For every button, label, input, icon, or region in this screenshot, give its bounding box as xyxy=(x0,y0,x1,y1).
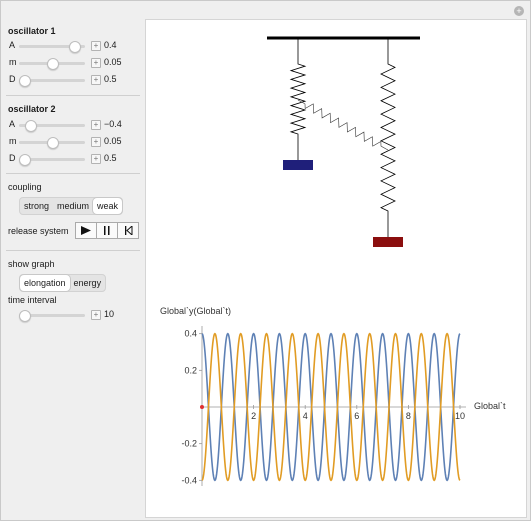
osc2-m-label: m xyxy=(9,136,17,146)
chart-x-tick-label: 6 xyxy=(354,411,359,421)
show-graph-title: show graph xyxy=(8,259,55,269)
chart-origin-point xyxy=(200,405,204,409)
spring-2 xyxy=(380,38,396,237)
show-graph-selector: elongation energy xyxy=(19,274,107,292)
chart-x-tick-label: 10 xyxy=(455,411,465,421)
chart-y-tick-label: 0.4 xyxy=(184,329,197,339)
chart-x-axis-label: Global`t xyxy=(474,401,506,411)
osc2-A-plus-icon[interactable]: + xyxy=(91,120,101,130)
control-panel: oscillator 1 A + 0.4 m + 0.05 D + 0.5 os… xyxy=(1,1,143,520)
time-interval-plus-icon[interactable]: + xyxy=(91,310,101,320)
chart-y-tick-label: -0.2 xyxy=(181,439,197,449)
elongation-chart: Global`y(Global`t) Global`t 2 4 6 8 10 0.4 0.2… xyxy=(160,306,506,486)
chart-y-tick-label: 0.2 xyxy=(184,365,197,375)
coupling-selector: strong medium weak xyxy=(19,197,124,215)
osc1-A-label: A xyxy=(9,40,16,50)
osc1-m-value: 0.05 xyxy=(104,57,122,67)
osc1-A-slider[interactable] xyxy=(19,45,85,48)
expand-plus-icon[interactable]: + xyxy=(514,6,524,16)
osc1-D-label: D xyxy=(9,74,16,84)
osc1-m-plus-icon[interactable]: + xyxy=(91,58,101,68)
oscillator1-title: oscillator 1 xyxy=(8,26,56,36)
time-interval-title: time interval xyxy=(8,295,57,305)
osc2-A-value: −0.4 xyxy=(104,119,122,129)
osc2-A-slider[interactable] xyxy=(19,124,85,127)
osc2-D-label: D xyxy=(9,153,16,163)
mass-2 xyxy=(373,237,403,247)
chart-x-tick-label: 2 xyxy=(251,411,256,421)
osc2-D-value: 0.5 xyxy=(104,153,117,163)
osc1-A-plus-icon[interactable]: + xyxy=(91,41,101,51)
divider xyxy=(6,173,140,174)
osc2-D-plus-icon[interactable]: + xyxy=(91,154,101,164)
oscillator2-title: oscillator 2 xyxy=(8,104,56,114)
play-button[interactable] xyxy=(76,223,97,238)
reset-icon xyxy=(124,226,132,235)
osc2-A-label: A xyxy=(9,119,16,129)
osc1-m-label: m xyxy=(9,57,17,67)
time-interval-value: 10 xyxy=(104,309,115,319)
osc1-D-plus-icon[interactable]: + xyxy=(91,75,101,85)
chart-x-tick-label: 4 xyxy=(303,411,308,421)
chart-y-axis-label: Global`y(Global`t) xyxy=(160,306,231,316)
coupling-spring xyxy=(297,99,389,151)
chart-ticks: 2 4 6 8 10 0.4 0.2 -0.2 -0.4 xyxy=(181,329,465,486)
osc1-A-value: 0.4 xyxy=(104,40,117,50)
osc2-m-slider-thumb[interactable] xyxy=(47,137,59,149)
coupling-medium-button[interactable]: medium xyxy=(57,201,90,211)
chart-y-tick-label: -0.4 xyxy=(181,475,197,485)
simulation-canvas: Global`y(Global`t) Global`t 2 4 6 8 10 0.4 0.2… xyxy=(160,36,506,486)
energy-button[interactable]: energy xyxy=(73,278,102,288)
coupling-strong-button[interactable]: strong xyxy=(24,201,50,211)
divider xyxy=(6,250,140,251)
chart-series-1-line xyxy=(201,332,461,482)
pause-icon xyxy=(104,226,110,235)
release-controls xyxy=(75,222,139,239)
chart-series-2-line xyxy=(201,332,461,482)
time-interval-slider-thumb[interactable] xyxy=(19,310,31,322)
osc1-D-value: 0.5 xyxy=(104,74,117,84)
osc1-D-slider-thumb[interactable] xyxy=(19,75,31,87)
osc1-m-slider-thumb[interactable] xyxy=(47,58,59,70)
pause-button[interactable] xyxy=(97,223,118,238)
osc2-m-plus-icon[interactable]: + xyxy=(91,137,101,147)
output-panel: Global`y(Global`t) Global`t 2 4 6 8 10 0.4 0.2… xyxy=(145,19,527,518)
time-interval-slider[interactable] xyxy=(19,314,85,317)
osc1-D-slider[interactable] xyxy=(19,79,85,82)
chart-x-tick-label: 8 xyxy=(406,411,411,421)
osc2-D-slider[interactable] xyxy=(19,158,85,161)
elongation-button[interactable]: elongation xyxy=(20,275,70,291)
reset-button[interactable] xyxy=(118,223,138,238)
coupling-weak-button[interactable]: weak xyxy=(93,198,123,214)
coupling-title: coupling xyxy=(8,182,42,192)
mass-1 xyxy=(283,160,313,170)
osc1-A-slider-thumb[interactable] xyxy=(69,41,82,53)
release-system-label: release system xyxy=(8,226,69,236)
divider xyxy=(6,95,140,96)
play-icon xyxy=(81,226,91,235)
spring-1 xyxy=(289,38,307,160)
osc2-m-value: 0.05 xyxy=(104,136,122,146)
osc2-A-slider-thumb[interactable] xyxy=(24,120,37,132)
osc2-D-slider-thumb[interactable] xyxy=(19,154,31,166)
